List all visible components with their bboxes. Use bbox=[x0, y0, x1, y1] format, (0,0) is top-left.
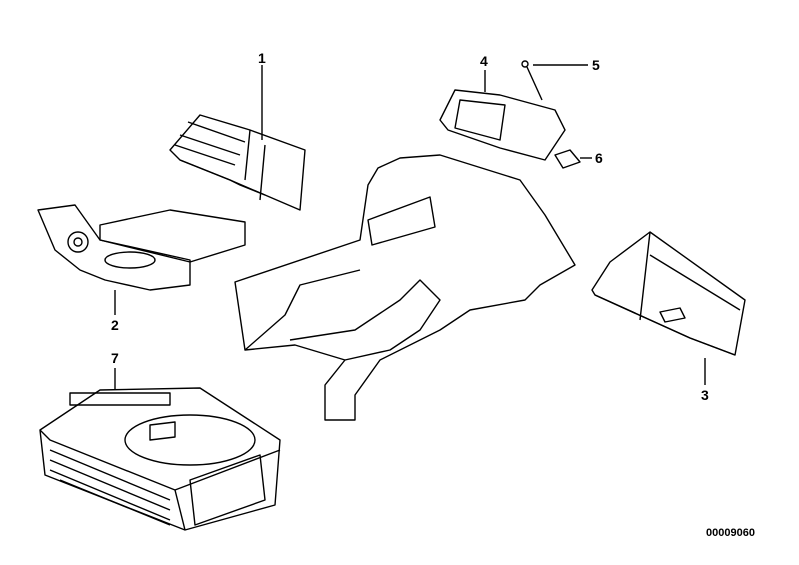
part-label-4: 4 bbox=[480, 53, 488, 69]
part-label-5: 5 bbox=[592, 57, 600, 73]
part-label-2: 2 bbox=[111, 317, 119, 333]
part-label-6: 6 bbox=[595, 150, 603, 166]
center-console bbox=[234, 154, 576, 421]
part-2-cd-holder bbox=[37, 204, 246, 315]
part-5-screw bbox=[521, 60, 588, 101]
part-4-bracket bbox=[439, 70, 566, 161]
part-7-cd-changer bbox=[39, 368, 281, 531]
part-1-cassette-holder bbox=[169, 65, 306, 211]
drawing-code: 00009060 bbox=[706, 527, 755, 539]
part-label-3: 3 bbox=[701, 387, 709, 403]
part-3-unit bbox=[591, 231, 746, 385]
part-6-clip bbox=[554, 149, 592, 169]
part-label-1: 1 bbox=[258, 50, 266, 66]
part-label-7: 7 bbox=[111, 350, 119, 366]
